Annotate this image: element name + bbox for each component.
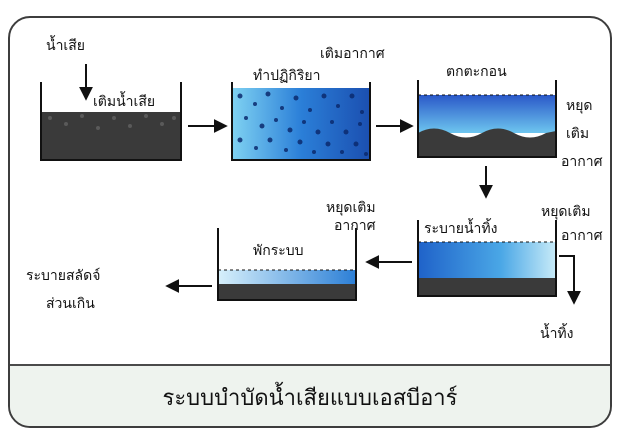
sludge-texture xyxy=(48,114,176,130)
tank-wall xyxy=(217,228,357,301)
diagram-title: ระบบบำบัดน้ำเสียแบบเอสบีอาร์ xyxy=(162,386,458,411)
tank-idle xyxy=(217,228,357,301)
label-idle-stop-air-1: หยุดเติม xyxy=(326,200,376,216)
sludge-layer xyxy=(41,112,181,160)
label-stop-aeration-2: เติม xyxy=(566,126,590,142)
air-bubbles xyxy=(237,91,368,156)
tank-react xyxy=(231,82,371,161)
label-stop-aeration-3: อากาศ xyxy=(561,154,603,170)
tank-wall xyxy=(417,80,557,158)
idle-water xyxy=(218,270,356,284)
settled-sludge xyxy=(418,128,556,157)
sludge-layer xyxy=(418,278,556,296)
label-decant-stop-air-1: หยุดเติม xyxy=(541,204,591,220)
label-sludge-out-1: ระบายสลัดจ์ xyxy=(26,268,101,284)
aerated-water xyxy=(232,88,370,160)
tank-fill xyxy=(40,82,182,161)
label-settle: ตกตะกอน xyxy=(446,64,507,80)
tank-decant xyxy=(417,220,557,297)
effluent-arrow xyxy=(559,255,581,305)
decant-water xyxy=(418,242,556,278)
tank-wall xyxy=(40,82,182,161)
label-fill: เติมน้ำเสีย xyxy=(93,94,156,110)
sludge-layer xyxy=(218,284,356,300)
label-effluent: น้ำทิ้ง xyxy=(540,326,574,342)
diagram-frame: ระบบบำบัดน้ำเสียแบบเอสบีอาร์ xyxy=(8,16,612,428)
label-wastewater-in: น้ำเสีย xyxy=(46,38,85,54)
label-idle-stop-air-2: อากาศ xyxy=(334,218,376,234)
clear-water xyxy=(418,95,556,133)
label-sludge-out-2: ส่วนเกิน xyxy=(46,296,95,312)
label-react: ทำปฏิกิริยา xyxy=(253,68,321,84)
tank-wall xyxy=(417,220,557,297)
label-idle: พักระบบ xyxy=(253,243,304,259)
tank-wall xyxy=(231,82,371,161)
tank-settle xyxy=(417,80,557,158)
label-decant: ระบายน้ำทิ้ง xyxy=(424,221,498,237)
caption-bar: ระบบบำบัดน้ำเสียแบบเอสบีอาร์ xyxy=(10,364,610,426)
label-stop-aeration-1: หยุด xyxy=(566,98,593,114)
label-decant-stop-air-2: อากาศ xyxy=(561,228,603,244)
label-aerate: เติมอากาศ xyxy=(320,46,385,62)
